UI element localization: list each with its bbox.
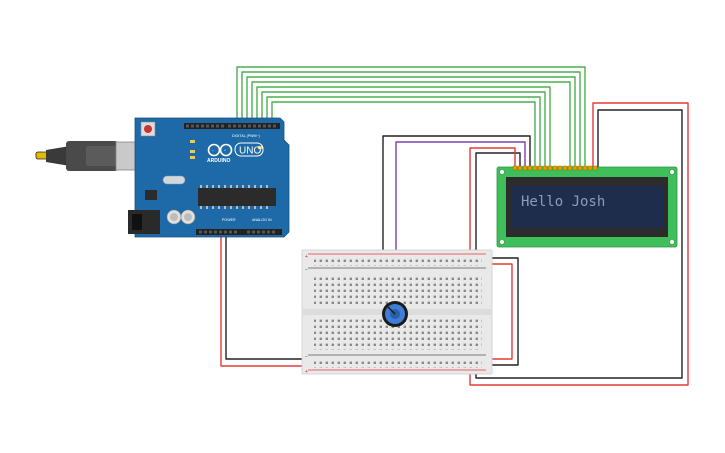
lcd-mount-holes [499,169,675,245]
wire-green-5[interactable] [256,86,551,167]
rail-plus-label-top: + [305,254,308,260]
digital-label: DIGITAL (PWM~) [232,134,260,138]
wire-green-3[interactable] [246,76,576,167]
wire-black-arduino-gnd[interactable] [225,234,310,360]
arduino-brand: ARDUINO [207,158,230,164]
analog-label: ANALOG IN [252,218,272,222]
rail-minus-label-bottom: − [305,354,308,360]
svg-text:+: + [224,149,226,153]
wire-green-8[interactable] [271,101,536,167]
wires [220,66,689,386]
wire-black-lcd-rw[interactable] [475,152,521,265]
led-on [258,146,263,149]
top-rail-holes[interactable] [314,256,482,266]
wire-red-lcd-vdd[interactable] [469,147,516,258]
power-analog-header[interactable] [196,229,282,235]
arduino-model: UNO [239,146,261,157]
uno-badge [234,142,264,157]
wire-red-arduino-5v[interactable] [220,234,310,367]
usb-plug-inner [86,146,116,166]
arduino-logo: − + [207,143,233,157]
wire-black-lcd-backlight[interactable] [475,109,683,379]
wire-purple-lcd-vo[interactable] [395,141,526,278]
power-label: POWER [222,218,236,222]
arduino-uno-board[interactable]: DIGITAL (PWM~) − + ARDUINO UNO [35,117,290,238]
potentiometer-indicator [387,306,396,315]
rail-plus-label-bottom: + [305,369,308,375]
top-terminal-holes[interactable] [314,274,482,306]
capacitor-2-top [184,213,192,221]
lcd-pin-header[interactable] [512,165,598,171]
wire-green-1[interactable] [236,66,586,167]
led-l [190,140,195,143]
power-jack-inner [132,214,142,230]
potentiometer[interactable] [382,301,408,327]
atmega-pins [200,185,268,209]
lcd-16x2[interactable]: Hello Josh [496,165,678,248]
wire-green-2[interactable] [241,71,581,167]
regulator [145,190,157,200]
atmega-chip [198,188,276,206]
crystal [162,175,186,185]
led-rx [190,156,195,159]
capacitor-1-top [170,213,178,221]
wire-green-7[interactable] [266,96,541,167]
usb-cable-body [46,146,70,166]
lcd-display-text: Hello Josh [521,194,605,210]
wire-red-lcd-backlight[interactable] [469,102,689,386]
wire-green-4[interactable] [251,81,571,167]
digital-header[interactable] [184,123,280,129]
bottom-rail-holes[interactable] [314,358,482,368]
led-tx [190,150,195,153]
wire-red-rail-right[interactable] [485,263,513,360]
reset-button-cap[interactable] [144,125,152,133]
svg-text:−: − [212,149,214,153]
arduino-pcb [134,117,290,238]
wire-black-lcd-vss[interactable] [382,135,531,265]
wire-green-6[interactable] [261,91,546,167]
lcd-screen [511,186,663,228]
rail-minus-label-top: − [305,267,308,273]
wire-black-rail-right[interactable] [485,257,519,366]
